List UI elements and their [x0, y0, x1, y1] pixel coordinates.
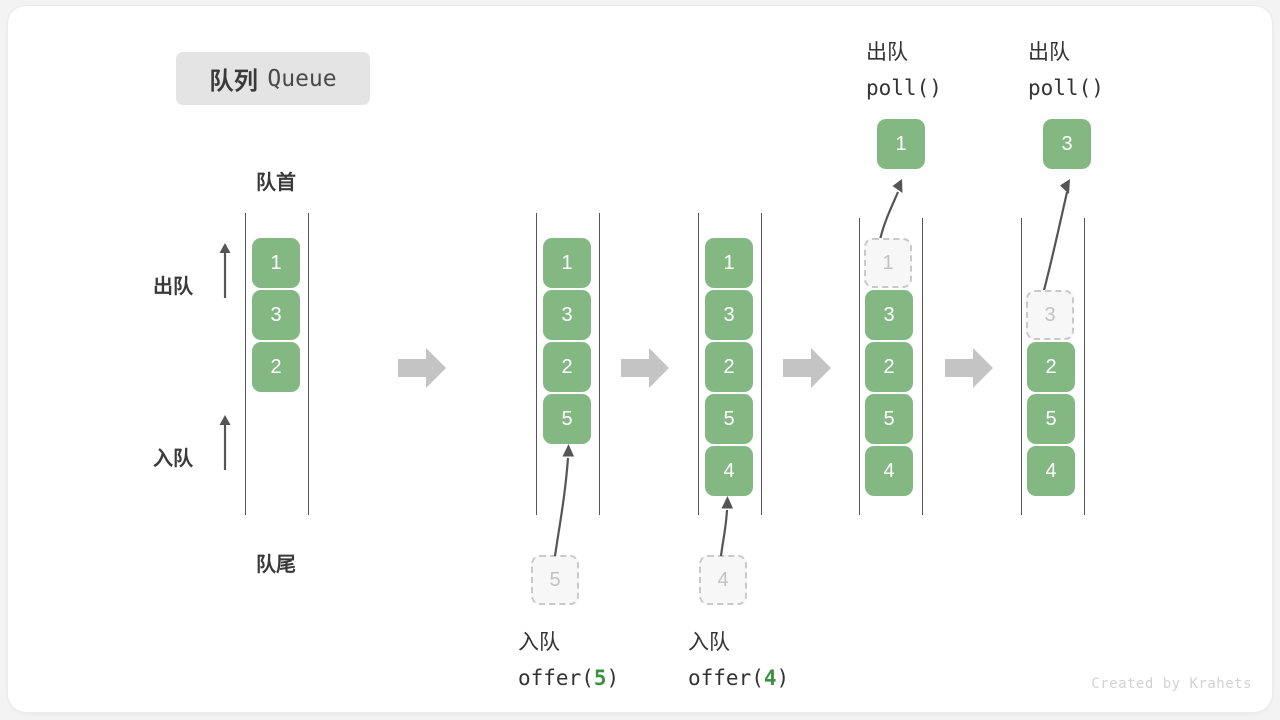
step-arrow-icon [945, 346, 993, 390]
enqueue-arrow-icon [710, 488, 746, 558]
column-caption: 入队 offer(5) [518, 624, 619, 696]
queue-cell[interactable]: 1 [543, 238, 591, 288]
pending-element[interactable]: 4 [699, 555, 747, 605]
queue-cell[interactable]: 5 [705, 394, 753, 444]
step-arrow-icon [621, 346, 669, 390]
caption-cn: 入队 [688, 630, 730, 654]
front-label: 队首 [256, 172, 296, 194]
popped-element[interactable]: 1 [877, 119, 925, 169]
enqueue-direction-arrow-icon [218, 414, 232, 470]
rail-left-col-2 [536, 213, 537, 515]
queue-cell[interactable]: 3 [252, 290, 300, 340]
dequeue-direction-label: 出队 [153, 276, 193, 298]
queue-cell[interactable]: 3 [1026, 290, 1074, 340]
enqueue-direction-label: 入队 [153, 448, 193, 470]
queue-cell[interactable]: 5 [543, 394, 591, 444]
rail-right-col-4 [922, 218, 923, 515]
caption-cn: 入队 [518, 630, 560, 654]
step-arrow-icon [398, 346, 446, 390]
rail-right-col-1 [308, 213, 309, 515]
queue-cell[interactable]: 2 [252, 342, 300, 392]
caption-cn: 出队 [1028, 40, 1070, 64]
queue-cell[interactable]: 2 [1027, 342, 1075, 392]
queue-cell[interactable]: 2 [865, 342, 913, 392]
rail-left-col-4 [859, 218, 860, 515]
caption-code: offer(4) [688, 666, 790, 690]
rail-left-col-3 [698, 213, 699, 515]
pending-element[interactable]: 5 [531, 555, 579, 605]
rail-left-col-1 [245, 213, 246, 515]
column-caption: 入队 offer(4) [688, 624, 789, 696]
caption-code: poll() [866, 76, 942, 100]
queue-cell[interactable]: 2 [705, 342, 753, 392]
queue-cell[interactable]: 3 [543, 290, 591, 340]
title-cn: 队列 [209, 68, 259, 95]
rail-right-col-5 [1084, 218, 1085, 515]
dequeue-arrow-icon [1033, 174, 1083, 296]
rail-right-col-3 [761, 213, 762, 515]
column-caption: 出队 poll() [866, 34, 942, 106]
queue-cell[interactable]: 2 [543, 342, 591, 392]
rail-left-col-5 [1021, 218, 1022, 515]
title-badge: 队列 Queue [176, 52, 370, 105]
rail-right-col-2 [599, 213, 600, 515]
caption-code: poll() [1028, 76, 1104, 100]
popped-element[interactable]: 3 [1043, 119, 1091, 169]
step-arrow-icon [783, 346, 831, 390]
queue-cell[interactable]: 4 [705, 446, 753, 496]
queue-cell[interactable]: 4 [1027, 446, 1075, 496]
dequeue-direction-arrow-icon [218, 242, 232, 298]
queue-cell[interactable]: 1 [705, 238, 753, 288]
rear-label: 队尾 [256, 554, 296, 576]
enqueue-arrow-icon [543, 436, 588, 558]
dequeue-arrow-icon [870, 174, 916, 242]
caption-cn: 出队 [866, 40, 908, 64]
queue-cell[interactable]: 5 [865, 394, 913, 444]
watermark: Created by Krahets [1091, 676, 1252, 692]
title-en: Queue [267, 65, 337, 92]
queue-cell[interactable]: 1 [864, 238, 912, 288]
queue-cell[interactable]: 1 [252, 238, 300, 288]
queue-cell[interactable]: 4 [865, 446, 913, 496]
queue-cell[interactable]: 5 [1027, 394, 1075, 444]
column-caption: 出队 poll() [1028, 34, 1104, 106]
queue-cell[interactable]: 3 [705, 290, 753, 340]
queue-cell[interactable]: 3 [865, 290, 913, 340]
diagram-card: 队列 Queue 队首 队尾 出队 入队 1 3 2 [8, 6, 1272, 712]
caption-code: offer(5) [518, 666, 620, 690]
